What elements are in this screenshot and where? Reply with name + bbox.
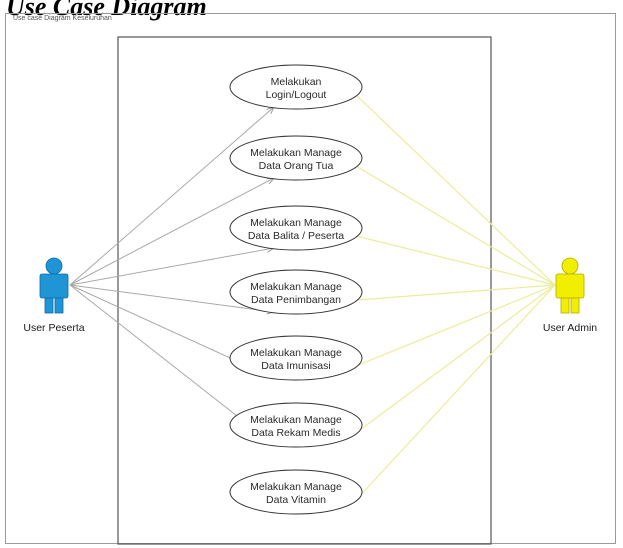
use-case-label-line2: Data Vitamin xyxy=(266,494,326,506)
user-admin-figure xyxy=(555,257,585,314)
peserta-association-line xyxy=(69,178,274,286)
use-case-label-line2: Data Balita / Peserta xyxy=(248,230,344,242)
admin-association-line xyxy=(355,284,556,301)
use-case-ellipse xyxy=(229,269,363,315)
use-case-label-line1: Melakukan Manage xyxy=(250,281,342,293)
use-case-ellipse xyxy=(229,402,363,448)
diagram-frame-title: Use case Diagram Keseluruhan xyxy=(13,15,112,22)
admin-association-line xyxy=(355,284,556,434)
peserta-association-line xyxy=(69,284,274,312)
use-case-ellipse xyxy=(229,135,363,181)
page-heading: Use Case Diagram xyxy=(6,0,207,21)
user-peserta-figure xyxy=(39,257,69,314)
use-case-ellipse xyxy=(229,469,363,515)
use-case-ellipse xyxy=(229,64,363,110)
use-case-ellipse xyxy=(229,205,363,251)
use-case-label-line1: Melakukan Manage xyxy=(250,217,342,229)
use-case-label-line1: Melakukan Manage xyxy=(250,347,342,359)
system-boundary xyxy=(117,36,492,545)
use-case-label-line2: Login/Logout xyxy=(266,89,327,101)
user-admin-label: User Admin xyxy=(543,322,597,334)
use-case-label-line2: Data Penimbangan xyxy=(251,294,341,306)
user-peserta-label: User Peserta xyxy=(23,322,84,334)
admin-association-line xyxy=(355,94,556,286)
use-case-ellipse xyxy=(229,335,363,381)
use-case-label-line2: Data Imunisasi xyxy=(261,360,330,372)
actor-user-peserta[interactable]: User Peserta xyxy=(23,257,85,334)
peserta-association-line xyxy=(69,248,274,286)
use-case-label-line1: Melakukan Manage xyxy=(250,147,342,159)
admin-association-line xyxy=(355,284,556,367)
admin-associations xyxy=(355,94,556,501)
use-case-label-line1: Melakukan Manage xyxy=(250,414,342,426)
actor-user-admin[interactable]: User Admin xyxy=(543,257,597,334)
use-case-label-line1: Melakukan Manage xyxy=(250,481,342,493)
use-case-label-line2: Data Orang Tua xyxy=(259,160,334,172)
admin-association-line xyxy=(355,284,556,501)
use-case-label-line1: Melakukan xyxy=(271,76,322,88)
admin-association-line xyxy=(355,235,556,286)
use-case-label-line2: Data Rekam Medis xyxy=(251,427,340,439)
admin-association-line xyxy=(355,165,556,286)
peserta-association-line xyxy=(69,107,274,286)
